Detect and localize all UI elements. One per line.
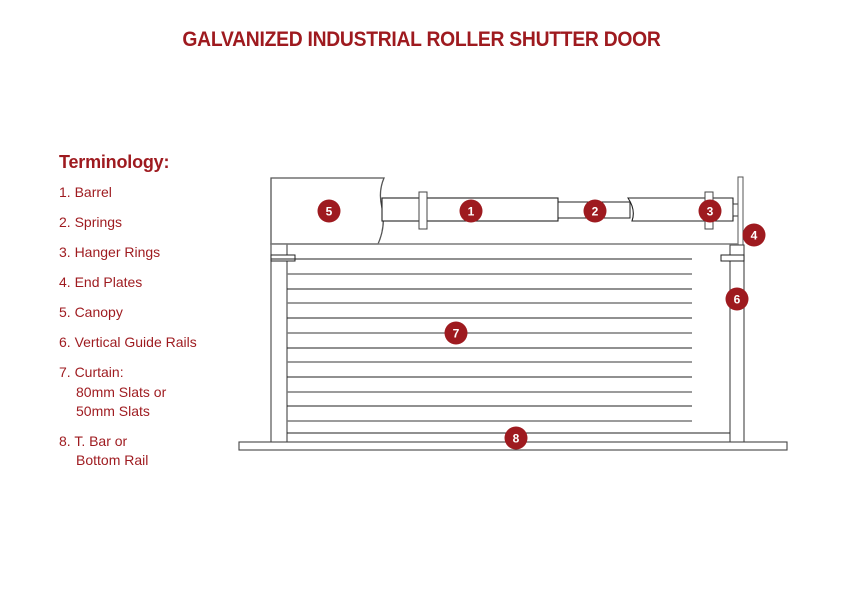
terminology-item-label: 2. Springs	[59, 214, 123, 230]
marker-4: 4	[742, 223, 766, 247]
axle-stub	[732, 203, 739, 217]
terminology-item-label: 5. Canopy	[59, 304, 123, 320]
terminology-item: 6. Vertical Guide Rails	[59, 333, 197, 353]
terminology-item: 1. Barrel	[59, 183, 197, 203]
marker-2: 2	[583, 199, 607, 223]
terminology-item-label: 8. T. Bar or	[59, 432, 128, 449]
left-guide-bracket	[270, 254, 296, 262]
terminology-item: 5. Canopy	[59, 303, 197, 323]
left-guide-rail	[270, 243, 288, 448]
terminology-item-continuation: 50mm Slats	[76, 403, 150, 419]
terminology-item-label: 6. Vertical Guide Rails	[59, 334, 197, 350]
terminology-item: 8. T. Bar or Bottom Rail	[59, 432, 197, 471]
marker-7: 7	[444, 321, 468, 345]
marker-number: 8	[513, 432, 520, 446]
marker-circle	[504, 426, 528, 450]
page-title: GALVANIZED INDUSTRIAL ROLLER SHUTTER DOO…	[182, 28, 661, 51]
terminology-item: 2. Springs	[59, 213, 197, 233]
marker-circle	[444, 321, 468, 345]
terminology-item: 7. Curtain: 80mm Slats or 50mm Slats	[59, 363, 197, 422]
marker-number: 1	[468, 205, 475, 219]
marker-8: 8	[504, 426, 528, 450]
marker-6: 6	[725, 287, 749, 311]
marker-3: 3	[698, 199, 722, 223]
marker-circle	[742, 223, 766, 247]
marker-5: 5	[317, 199, 341, 223]
end-plate	[737, 176, 744, 246]
marker-circle	[459, 199, 483, 223]
terminology-item: 4. End Plates	[59, 273, 197, 293]
marker-1: 1	[459, 199, 483, 223]
terminology-item-label: 1. Barrel	[59, 184, 112, 200]
marker-circle	[317, 199, 341, 223]
marker-number: 6	[734, 293, 741, 307]
marker-number: 4	[751, 229, 758, 243]
terminology-item-continuation: Bottom Rail	[76, 452, 149, 468]
right-guide-bracket	[720, 254, 745, 262]
marker-number: 5	[326, 205, 333, 219]
terminology-item-continuation: 80mm Slats or	[76, 383, 167, 400]
marker-circle	[698, 199, 722, 223]
terminology-list: 1. Barrel 2. Springs 3. Hanger Rings 4. End…	[59, 183, 197, 471]
right-guide-rail	[729, 244, 745, 448]
marker-circle	[725, 287, 749, 311]
marker-number: 3	[707, 205, 714, 219]
curtain-slats	[271, 243, 738, 422]
terminology-item-label: 4. End Plates	[59, 274, 143, 290]
terminology-heading: Terminology:	[59, 152, 170, 172]
diagram-markers: 1 2 3 4 5 6 7 8	[317, 199, 766, 450]
marker-number: 7	[453, 327, 460, 341]
terminology-legend: Terminology: 1. Barrel 2. Springs 3. Hange…	[59, 152, 197, 481]
terminology-item: 3. Hanger Rings	[59, 243, 197, 263]
marker-number: 2	[592, 205, 599, 219]
terminology-item-label: 3. Hanger Rings	[59, 244, 161, 260]
terminology-item-label: 7. Curtain:	[59, 364, 124, 380]
marker-circle	[583, 199, 607, 223]
hanger-ring-left	[418, 191, 428, 230]
